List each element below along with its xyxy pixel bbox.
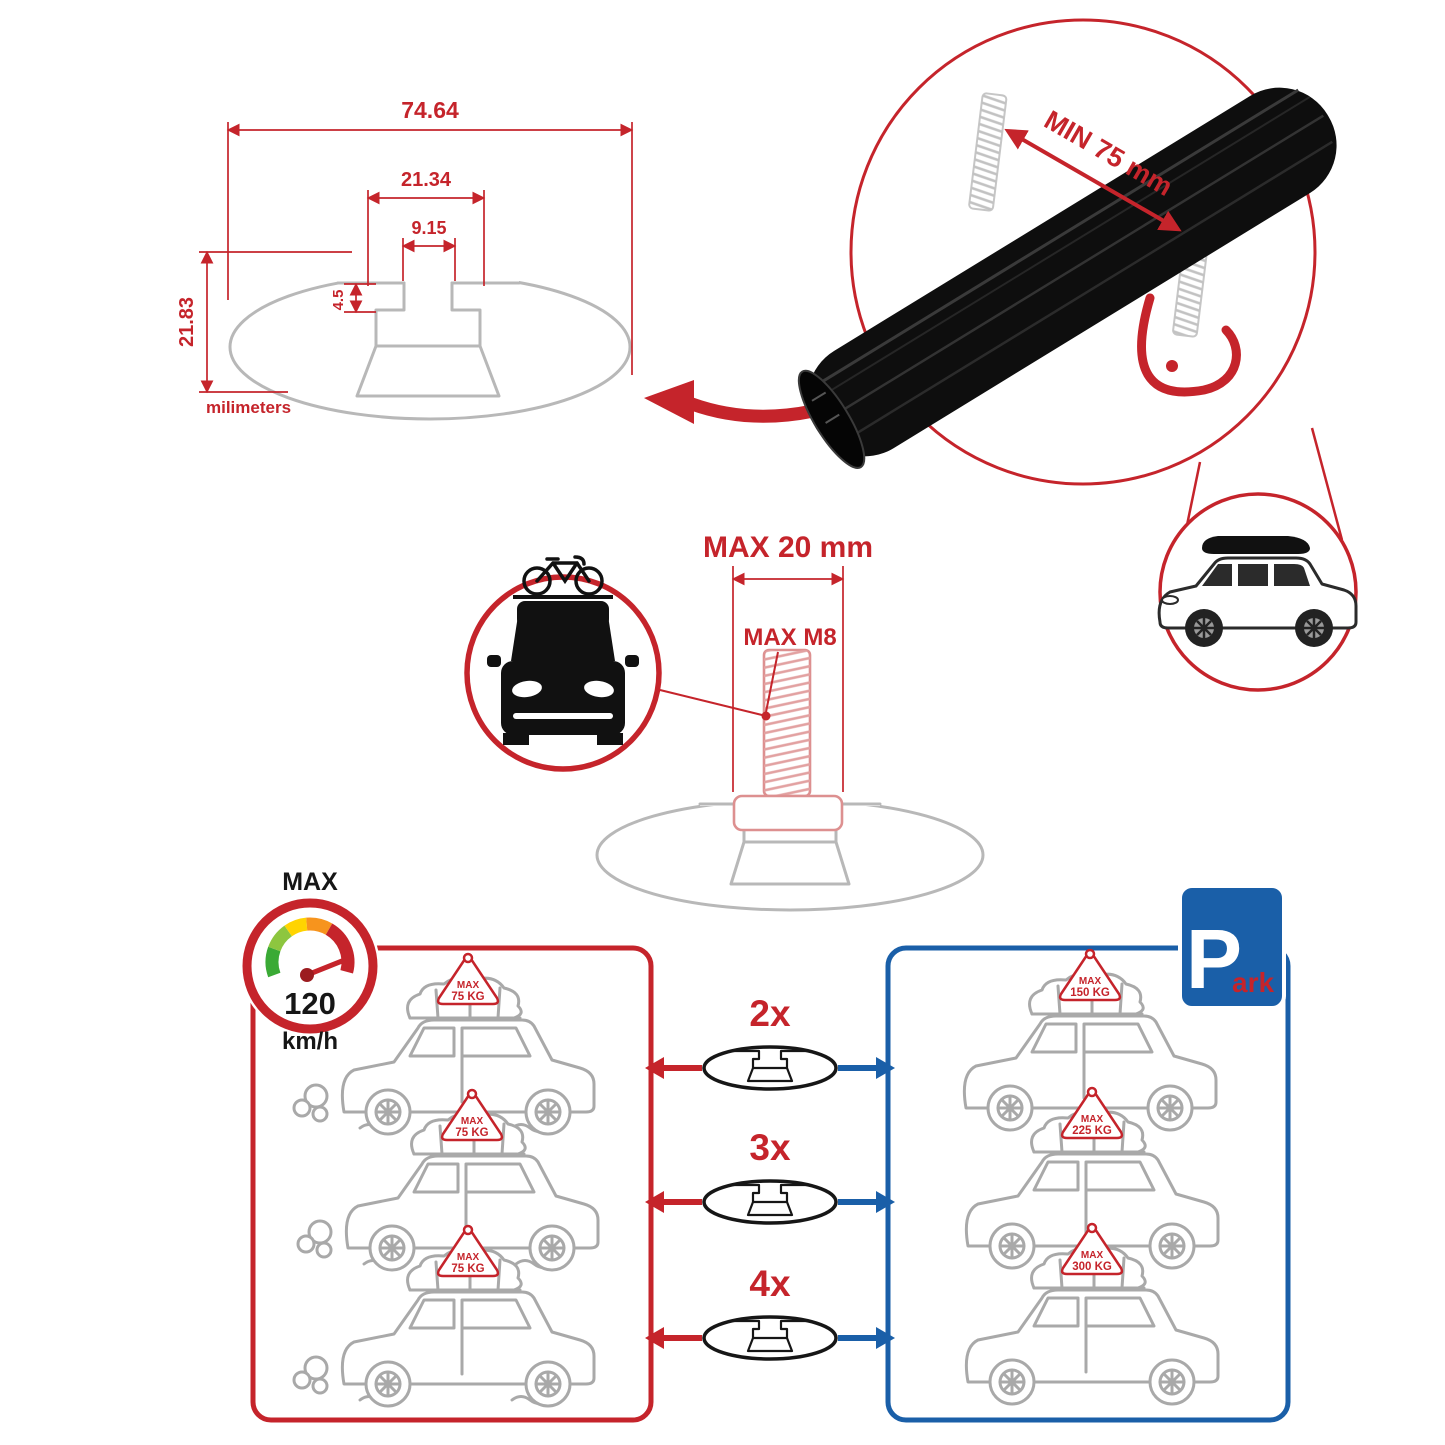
speed-unit-label: km/h — [282, 1028, 338, 1055]
speed-value: 120 — [284, 986, 336, 1021]
crossbar-count-row-2: 3x — [645, 1127, 895, 1225]
badge-max: MAX — [461, 1116, 484, 1127]
driving-car-2: MAX 75 KG — [296, 1088, 600, 1272]
bike-car-callout — [464, 555, 662, 772]
dim-slot-depth-label: 4.5 — [330, 290, 347, 311]
crossbar-profile-icon — [702, 1045, 838, 1091]
badge-max: MAX — [1081, 1250, 1104, 1261]
badge-kg: 75 KG — [455, 1127, 488, 1139]
park-letter: P — [1186, 912, 1242, 1006]
magnified-crossbar-view: MIN 75 mm — [797, 18, 1344, 541]
right-arrow-icon — [876, 1057, 895, 1079]
load-badge: MAX 300 KG — [1060, 1222, 1124, 1276]
badge-kg: 75 KG — [451, 1263, 484, 1275]
parked-car-2: MAX 225 KG — [964, 1086, 1220, 1270]
speed-max-label: MAX — [282, 868, 338, 896]
car-front-with-bike — [487, 555, 639, 745]
dim-total-width-label: 74.64 — [401, 97, 459, 123]
dimension-diagram: 74.64 21.34 9.15 4.5 21.83 milimeters — [176, 97, 634, 421]
left-arrow-icon — [645, 1191, 664, 1213]
u-bolt-thread-top — [968, 92, 1008, 212]
driving-car-1: MAX 75 KG — [292, 952, 596, 1136]
badge-kg: 300 KG — [1072, 1261, 1112, 1273]
parked-car-1: MAX 150 KG — [962, 948, 1218, 1132]
clamp-pivot-dot — [1166, 360, 1178, 372]
dim-slot-width-label: 9.15 — [411, 218, 446, 238]
crossbar-3d — [797, 87, 1337, 469]
driving-car-3: MAX 75 KG — [292, 1224, 596, 1408]
bolt-max-thread-label: MAX M8 — [743, 624, 836, 651]
multiplier-label: 4x — [749, 1263, 791, 1304]
suv-with-roofbox — [1157, 536, 1358, 647]
comparison-section: MAX 75 KG MAX 75 KG MAX 75 KG MAX 150 KG — [240, 868, 1291, 1423]
badge-kg: 75 KG — [451, 991, 484, 1003]
dim-channel-width-label: 21.34 — [401, 169, 452, 191]
load-badge: MAX 75 KG — [436, 1224, 500, 1278]
badge-max: MAX — [457, 980, 480, 991]
speedometer-gauge-icon — [265, 917, 355, 978]
bolt-leader-dot — [761, 711, 771, 721]
load-badge: MAX 75 KG — [440, 1088, 504, 1142]
multiplier-label: 3x — [749, 1127, 791, 1168]
crossbar-count-row-1: 2x — [645, 993, 895, 1091]
badge-max: MAX — [1081, 1114, 1104, 1125]
badge-kg: 150 KG — [1070, 987, 1110, 999]
right-arrow-icon — [876, 1327, 895, 1349]
roofbox-suv-callout — [1157, 492, 1358, 692]
left-arrow-icon — [645, 1327, 664, 1349]
bike-icon — [522, 555, 604, 596]
load-badge: MAX 225 KG — [1060, 1086, 1124, 1140]
badge-kg: 225 KG — [1072, 1125, 1112, 1137]
badge-max: MAX — [1079, 976, 1102, 987]
crossbar-profile-icon — [702, 1179, 838, 1225]
speed-limit-badge: MAX 120 km/h — [240, 868, 380, 1055]
parked-car-3: MAX 300 KG — [964, 1222, 1220, 1406]
park-suffix: ark — [1232, 967, 1274, 998]
crossbar-count-row-3: 4x — [645, 1263, 895, 1361]
left-arrow-icon — [645, 1057, 664, 1079]
load-badge: MAX 150 KG — [1058, 948, 1122, 1002]
load-badge: MAX 75 KG — [436, 952, 500, 1006]
clamp-strap — [1137, 293, 1241, 397]
multiplier-label: 2x — [749, 993, 791, 1034]
bolt-dimension-diagram: MAX 20 mm MAX M8 — [595, 531, 985, 912]
badge-max: MAX — [457, 1252, 480, 1263]
right-arrow-icon — [876, 1191, 895, 1213]
park-sign: P ark — [1178, 884, 1286, 1010]
t-bolt — [732, 648, 844, 832]
units-label: milimeters — [206, 398, 291, 417]
bolt-max-length-label: MAX 20 mm — [703, 531, 873, 564]
dim-total-height-label: 21.83 — [176, 297, 198, 347]
crossbar-profile-icon — [702, 1315, 838, 1361]
